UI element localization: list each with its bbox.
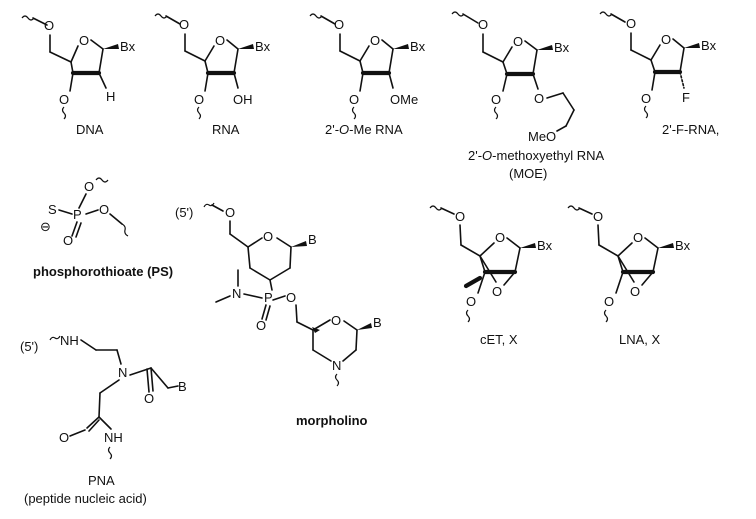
atom-o-left: O	[59, 430, 69, 445]
atom-o-ring: O	[661, 32, 671, 47]
caption-dna: DNA	[76, 122, 104, 137]
atom-o3: O	[349, 92, 359, 107]
morpholino-structure: (5') O O B P N O O O B N	[175, 202, 382, 428]
caption-lna: LNA, X	[619, 332, 661, 347]
atom-base: Bx	[410, 39, 426, 54]
atom-base2: B	[373, 315, 382, 330]
atom-o5: O	[593, 209, 603, 224]
atom-o-ring: O	[370, 33, 380, 48]
atom-o3: O	[194, 92, 204, 107]
atom-o3: O	[641, 91, 651, 106]
atom-o5: O	[225, 205, 235, 220]
atom-o-ring2: O	[331, 313, 341, 328]
caption-moe: 2'-O-methoxyethyl RNA	[468, 148, 604, 163]
caption-cet: cET, X	[480, 332, 518, 347]
atom-n-mid: N	[118, 365, 127, 380]
dna-structure: O O Bx O H DNA	[21, 15, 136, 137]
caption-f-rna: 2'-F-RNA,	[662, 122, 719, 137]
atom-o2: O	[534, 91, 544, 106]
atom-nh-bottom: NH	[104, 430, 123, 445]
phosphorothioate-structure: O S P ⊖ O O phosphorothioate (PS)	[33, 177, 173, 279]
cet-structure: O O Bx O O cET, X	[429, 205, 553, 347]
atom-o-right: O	[144, 391, 154, 406]
atom-s: S	[48, 202, 57, 217]
atom-p: P	[73, 207, 82, 222]
atom-o-ring: O	[633, 230, 643, 245]
atom-o-ring: O	[215, 33, 225, 48]
atom-o5: O	[626, 16, 636, 31]
atom-o-top: O	[84, 179, 94, 194]
atom-base: Bx	[675, 238, 691, 253]
atom-sub-h: H	[106, 89, 115, 104]
atom-o5: O	[179, 17, 189, 32]
atom-base: Bx	[701, 38, 717, 53]
caption-morpholino: morpholino	[296, 413, 368, 428]
atom-sub-oh: OH	[233, 92, 253, 107]
squiggle-5prime	[21, 15, 35, 21]
atom-o3: O	[604, 294, 614, 309]
atom-base: B	[178, 379, 187, 394]
atom-o-bridge: O	[492, 284, 502, 299]
atom-sub-f: F	[682, 90, 690, 105]
caption-pna: PNA	[88, 473, 115, 488]
f-rna-structure: O O Bx O F 2'-F-RNA,	[599, 11, 719, 137]
atom-o3: O	[59, 92, 69, 107]
caption-ome-rna: 2'-O-Me RNA	[325, 122, 403, 137]
atom-o-ring: O	[495, 230, 505, 245]
atom-meo: MeO	[528, 129, 556, 144]
atom-o5: O	[334, 17, 344, 32]
moe-structure: O O Bx O O MeO 2'-O-methoxyethyl RNA (MO…	[451, 11, 604, 181]
label-5prime: (5')	[20, 339, 38, 354]
atom-o-link: O	[286, 290, 296, 305]
atom-o-ring: O	[79, 33, 89, 48]
lna-structure: O O Bx O O LNA, X	[567, 205, 691, 347]
rna-structure: O O Bx O OH RNA	[154, 13, 271, 137]
atom-o-bottom: O	[63, 233, 73, 248]
atom-o-ring: O	[513, 34, 523, 49]
atom-o5: O	[455, 209, 465, 224]
atom-sub-ome: OMe	[390, 92, 418, 107]
caption-pna-full: (peptide nucleic acid)	[24, 491, 147, 506]
atom-n-me2: N	[232, 286, 241, 301]
atom-p: P	[264, 290, 273, 305]
atom-base: Bx	[120, 39, 136, 54]
atom-base: Bx	[554, 40, 570, 55]
ome-rna-structure: O O Bx O OMe 2'-O-Me RNA	[309, 13, 426, 137]
atom-o-dbl: O	[256, 318, 266, 333]
atom-o5: O	[44, 18, 54, 33]
caption-moe-abbrev: (MOE)	[509, 166, 547, 181]
atom-base: Bx	[537, 238, 553, 253]
caption-rna: RNA	[212, 122, 240, 137]
caption-ps: phosphorothioate (PS)	[33, 264, 173, 279]
atom-n-ring: N	[332, 358, 341, 373]
label-5prime: (5')	[175, 205, 193, 220]
atom-o-ring: O	[263, 229, 273, 244]
charge-minus: ⊖	[40, 219, 51, 234]
atom-base: Bx	[255, 39, 271, 54]
atom-nh-top: NH	[60, 333, 79, 348]
atom-o3: O	[491, 92, 501, 107]
pna-structure: (5') NH N B O O NH PNA (peptide nucleic …	[20, 333, 187, 506]
atom-o5: O	[478, 17, 488, 32]
atom-base: B	[308, 232, 317, 247]
atom-o-bridge: O	[630, 284, 640, 299]
atom-o3: O	[466, 294, 476, 309]
atom-o-right: O	[99, 202, 109, 217]
